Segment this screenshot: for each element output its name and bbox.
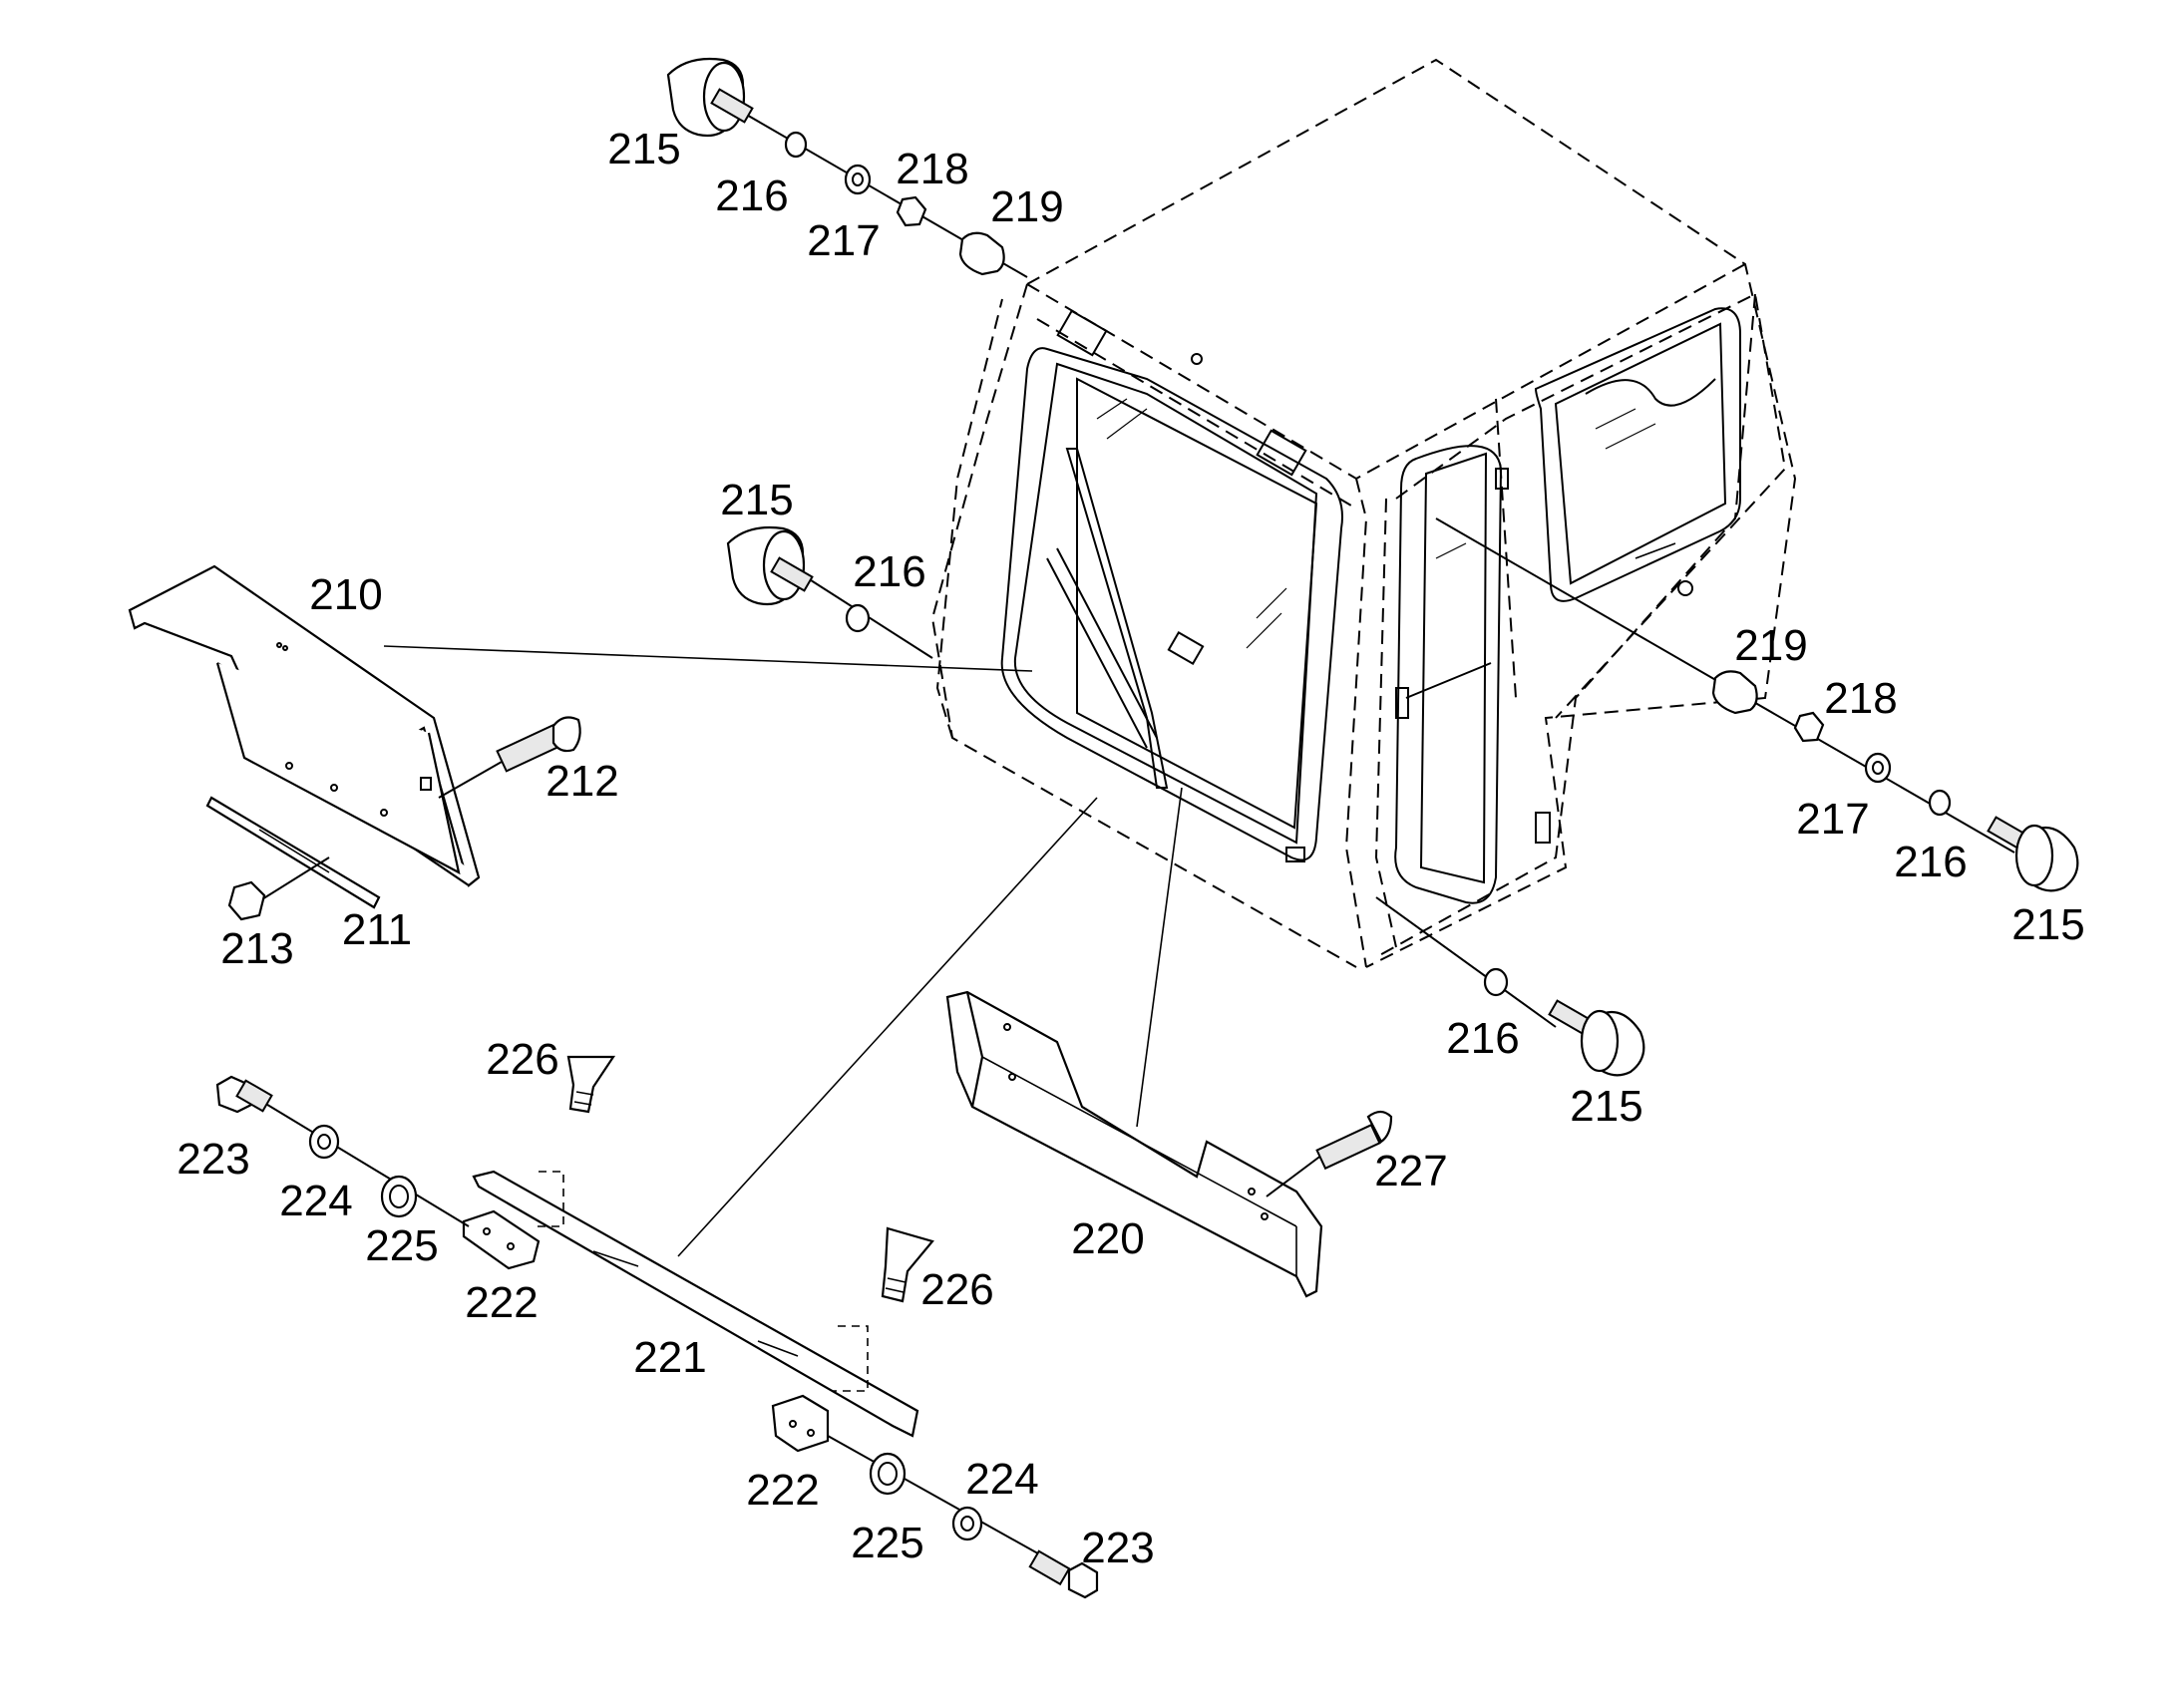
callout-216-right: 216 [1894, 838, 1968, 886]
callout-225-left: 225 [365, 1221, 439, 1270]
callout-217-top: 217 [807, 216, 881, 265]
callout-216-bottom: 216 [1446, 1014, 1520, 1063]
mount-assembly-top [666, 57, 1028, 278]
callout-219-top: 219 [990, 182, 1064, 231]
callout-224-left: 224 [279, 1177, 353, 1225]
callout-218-right: 218 [1824, 674, 1898, 723]
callout-217-right: 217 [1796, 795, 1870, 844]
callout-215-bottom: 215 [1570, 1082, 1643, 1131]
callout-210: 210 [309, 570, 383, 619]
callout-218-top: 218 [896, 145, 969, 193]
callout-224-right: 224 [965, 1455, 1039, 1504]
callout-223-left: 223 [177, 1135, 250, 1184]
callout-215-top: 215 [607, 125, 681, 173]
mount-assembly-right [1435, 517, 2079, 892]
callout-222-left: 222 [465, 1278, 539, 1327]
panel-210-assembly [128, 564, 1033, 921]
callout-216-top: 216 [715, 171, 789, 220]
callout-222-right: 222 [746, 1466, 820, 1515]
callout-215-right: 215 [2011, 900, 2085, 949]
callout-227: 227 [1374, 1147, 1448, 1196]
mount-assembly-middle [726, 525, 933, 659]
callout-211: 211 [341, 905, 413, 954]
bracket-220-assembly [945, 787, 1393, 1298]
callout-216-mid: 216 [853, 547, 926, 596]
callout-226-left: 226 [486, 1035, 559, 1084]
callout-215-mid: 215 [720, 476, 794, 524]
callout-212: 212 [545, 757, 619, 806]
callout-220: 220 [1071, 1214, 1145, 1263]
strip-221-assembly [215, 797, 1099, 1599]
callout-225-right: 225 [851, 1519, 924, 1567]
callout-223-right: 223 [1081, 1524, 1155, 1572]
callout-226-right: 226 [920, 1265, 994, 1314]
callout-213: 213 [220, 924, 294, 973]
operator-cab [930, 58, 1797, 968]
callout-219-right: 219 [1734, 621, 1808, 670]
callout-221: 221 [633, 1333, 707, 1382]
mount-assembly-bottom [1375, 896, 1645, 1077]
